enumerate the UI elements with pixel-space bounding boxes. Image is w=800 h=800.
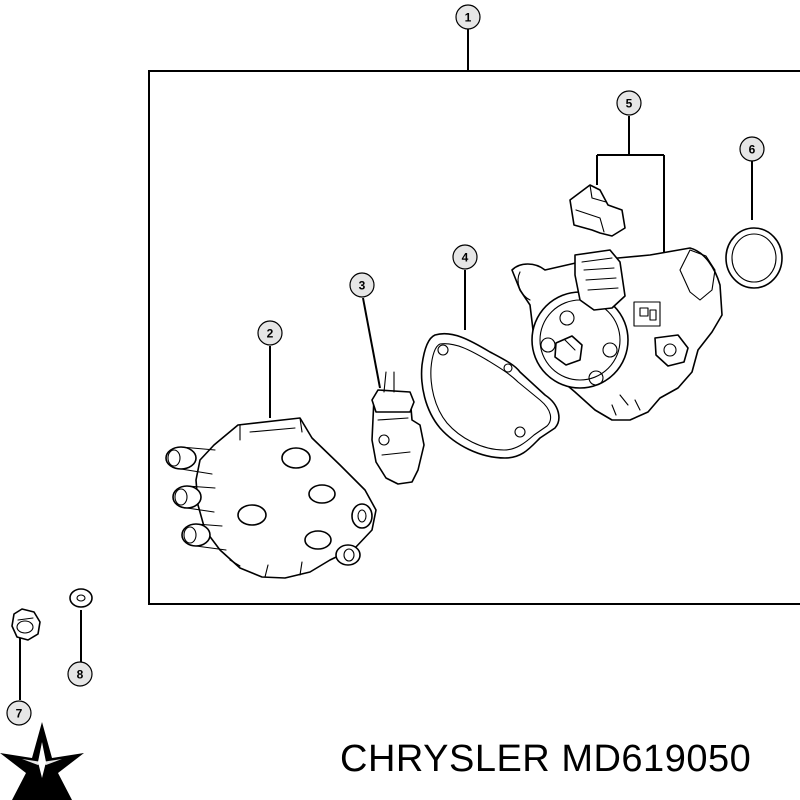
part-number-caption: CHRYSLER MD619050 [340,738,751,781]
assembly-frame [148,70,800,605]
distributor-cap-drawing [165,417,377,579]
callout-number: 3 [359,279,366,293]
callout-number: 8 [77,668,84,682]
gasket-drawing [420,333,560,459]
callout-4: 4 [452,244,478,270]
callout-1: 1 [455,4,481,30]
callout-number: 2 [267,327,274,341]
callout-6: 6 [739,136,765,162]
brand-name: CHRYSLER [340,738,551,780]
callout-8: 8 [67,661,93,687]
callout-5: 5 [616,90,642,116]
callout-number: 7 [16,707,23,721]
o-ring-drawing [725,227,783,289]
callout-number: 4 [462,251,469,265]
pentastar-icon [0,722,84,800]
callout-3: 3 [349,272,375,298]
callout-number: 1 [465,11,472,25]
distributor-body-drawing [511,247,723,421]
connector-drawing [569,184,626,237]
callout-7: 7 [6,700,32,726]
washer-drawing [69,588,93,608]
nut-drawing [11,608,41,641]
callout-2: 2 [257,320,283,346]
leader-lines [19,29,753,700]
callout-number: 5 [626,97,633,111]
rotor-drawing [371,371,425,485]
part-number: MD619050 [561,738,752,780]
callout-number: 6 [749,143,756,157]
